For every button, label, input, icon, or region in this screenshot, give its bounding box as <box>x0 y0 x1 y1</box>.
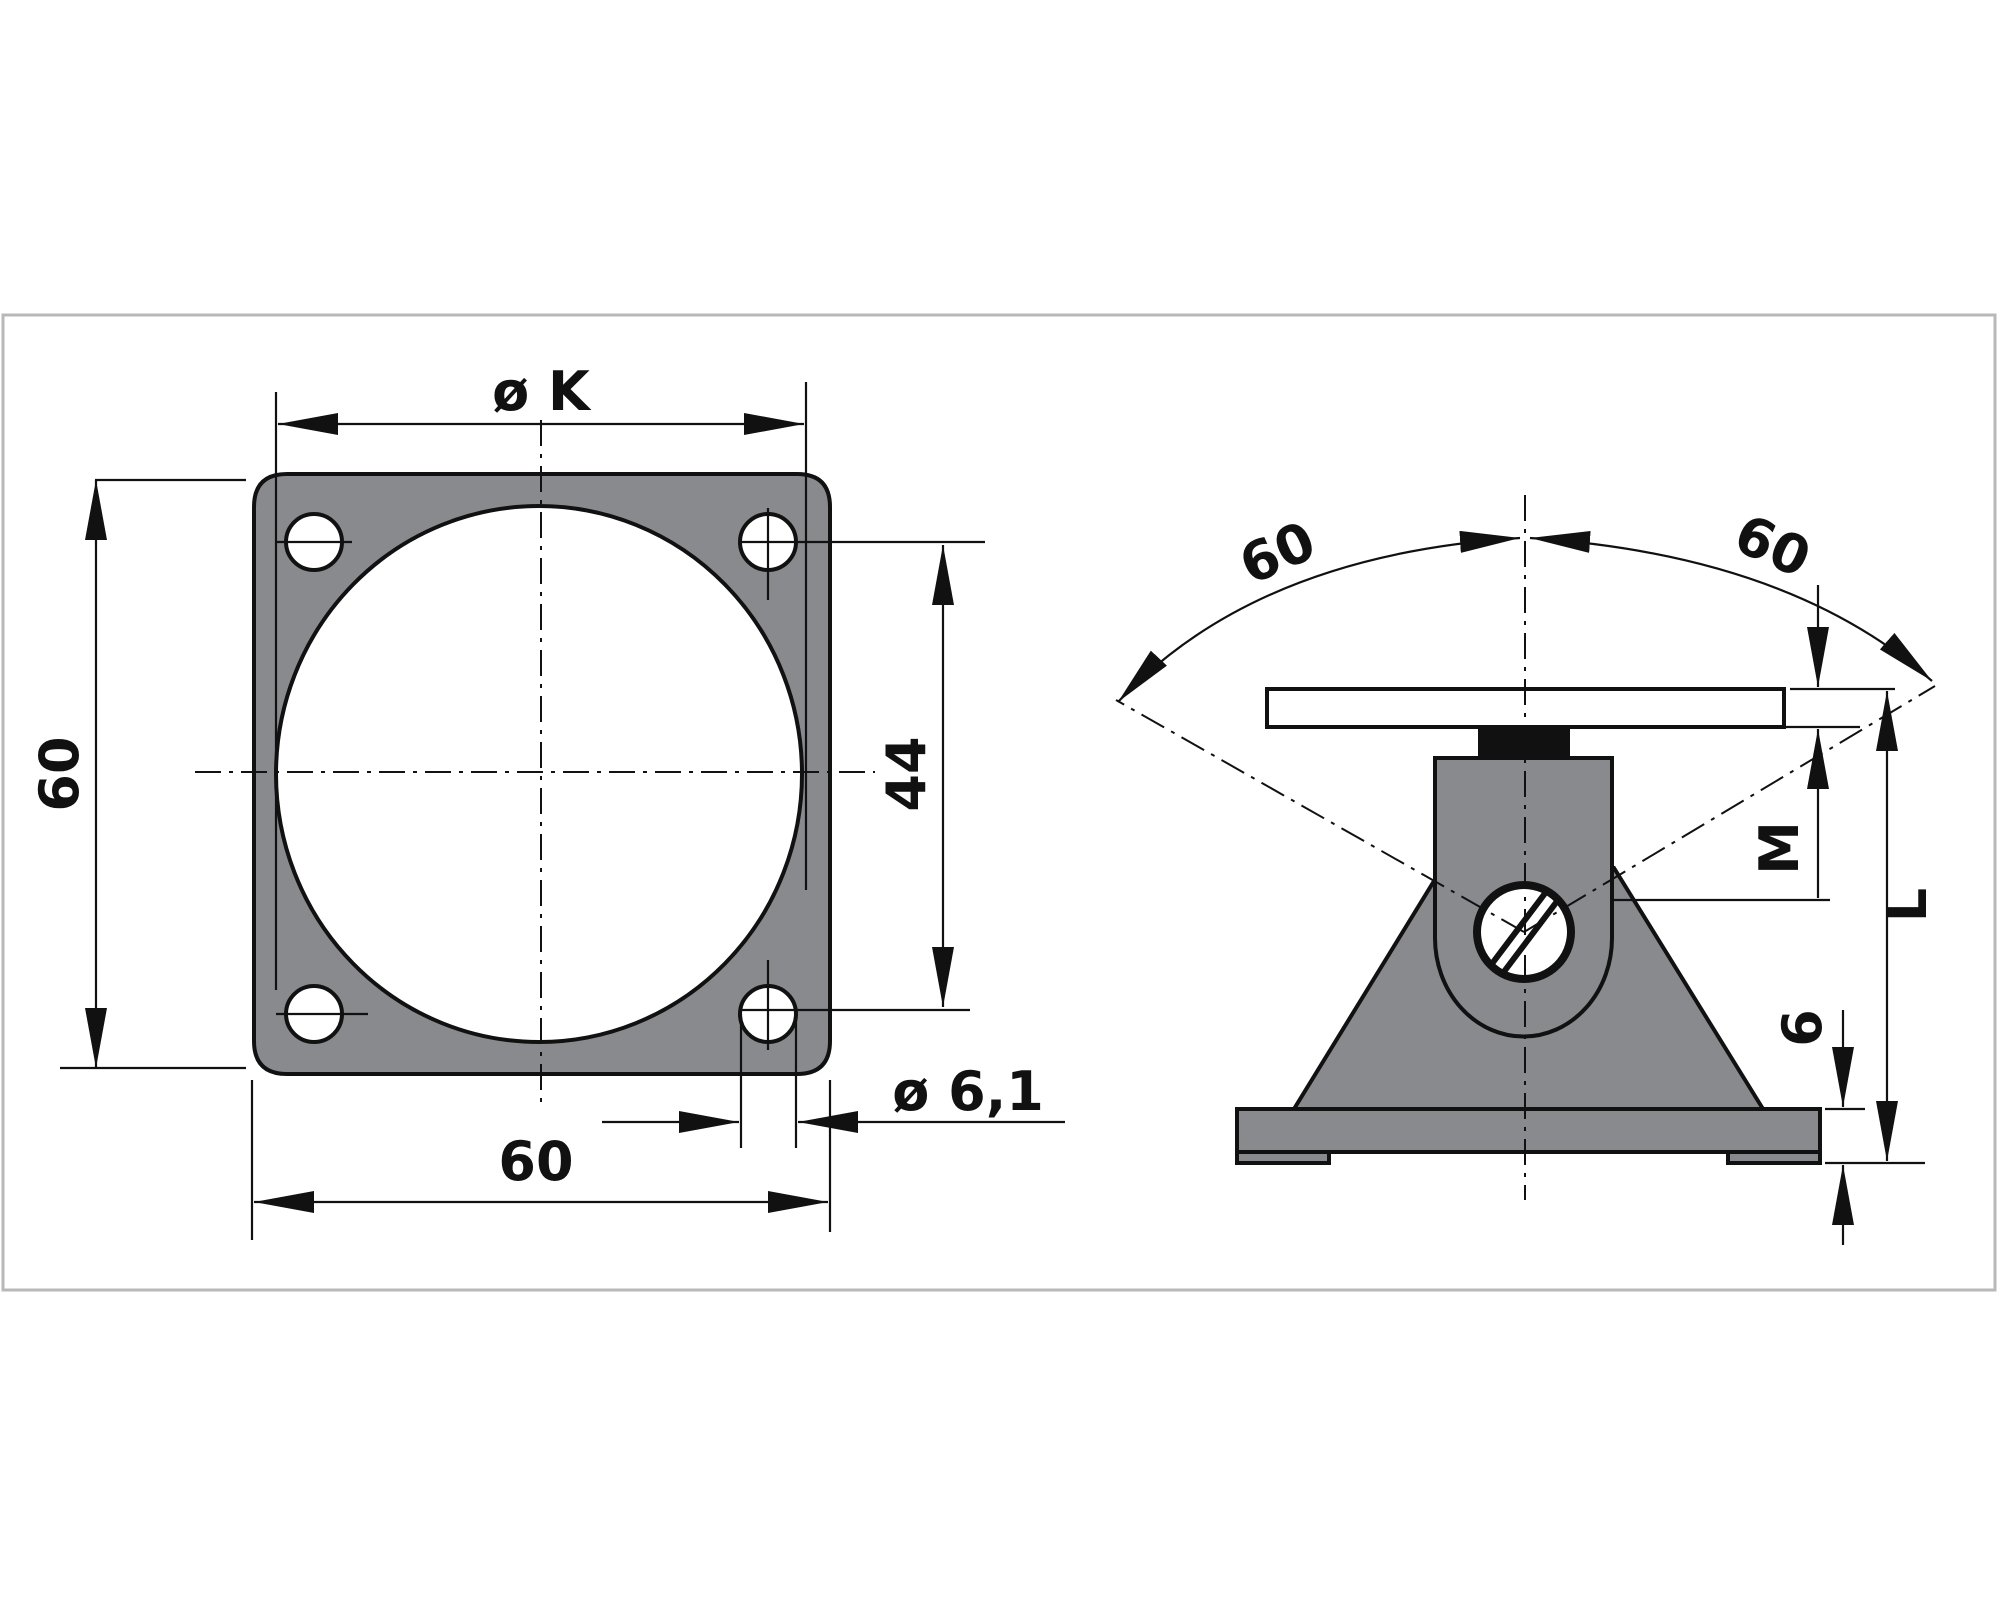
label-l: L <box>1876 888 1939 922</box>
base-plate <box>1235 1107 1822 1154</box>
drawing-frame <box>1 313 1997 1292</box>
label-height-60: 60 <box>28 736 91 811</box>
label-base-6: 6 <box>1771 1009 1834 1047</box>
side-view: 60 60 M L 6 <box>1115 495 1939 1245</box>
tilt-arc-right <box>1529 530 1933 682</box>
tilt-arc-left <box>1117 530 1521 703</box>
label-m: M <box>1748 821 1811 875</box>
label-tilt-left: 60 <box>1230 509 1324 597</box>
front-view: ø K 60 44 60 ø 6,1 <box>28 360 1065 1240</box>
label-width-60: 60 <box>498 1130 573 1193</box>
screw-slot-2 <box>1500 898 1561 975</box>
label-hole-diameter: ø 6,1 <box>892 1060 1044 1123</box>
tilt-ray-right <box>1523 685 1936 933</box>
label-hole-spacing-44: 44 <box>875 736 938 811</box>
tilt-ray-left <box>1115 699 1525 933</box>
label-tilt-right: 60 <box>1725 502 1819 590</box>
label-diameter-k: ø K <box>492 360 592 423</box>
